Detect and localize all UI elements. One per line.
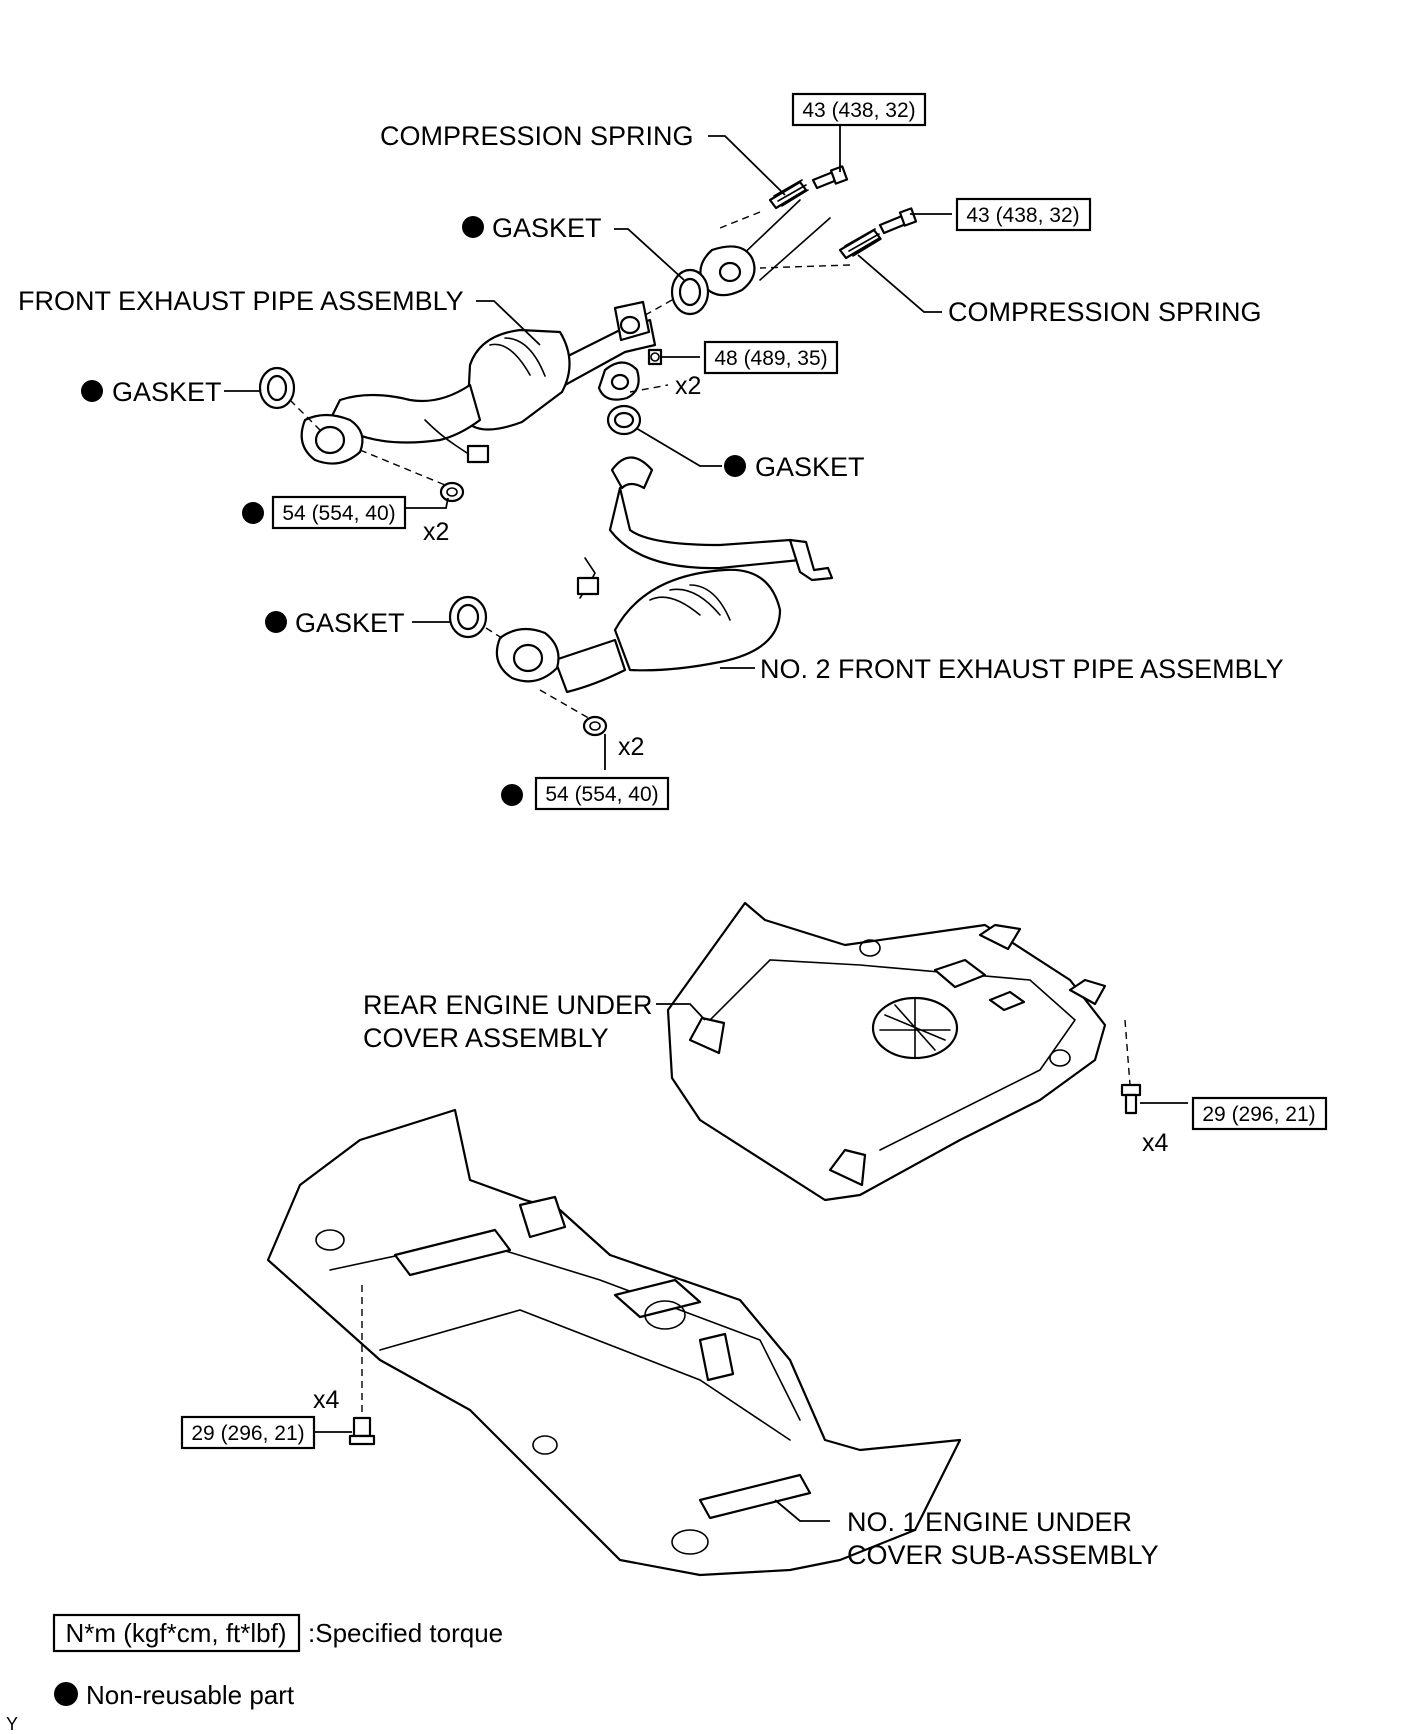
spring-bolt-right-part: [878, 207, 918, 235]
label-gasket-lower: GASKET: [295, 608, 405, 638]
compression-spring-top-part: [768, 179, 809, 210]
torque-box-bolt-no1: [180, 1415, 316, 1450]
nonreusable-marker-nut-front: [242, 502, 264, 524]
torque-spring-right: 43 (438, 32): [966, 204, 1079, 227]
front-pipe-inlet-flange-part: [300, 413, 364, 465]
torque-nut-front: 54 (554, 40): [282, 502, 395, 525]
compression-spring-right-part: [838, 228, 882, 260]
nonreusable-marker-nut-no2: [501, 784, 523, 806]
qty-nut-no2: x2: [618, 733, 644, 761]
label-gasket-left: GASKET: [112, 377, 222, 407]
no2-front-exhaust-pipe-assembly-part: [553, 456, 834, 694]
torque-box-flange-bolt: [703, 340, 839, 375]
legend-nonreusable-marker: [54, 1682, 78, 1706]
leader-gasket-mid: [635, 427, 722, 467]
qty-bolt-rear: x4: [1142, 1129, 1169, 1157]
qty-nut-front: x2: [423, 518, 449, 546]
bolt-rear-cover-part: [1120, 1083, 1142, 1115]
torque-flange-bolt: 48 (489, 35): [714, 347, 827, 370]
corner-mark: Y: [6, 1714, 18, 1734]
label-gasket-mid: GASKET: [755, 452, 865, 482]
torque-bolt-no1: 29 (296, 21): [191, 1422, 304, 1445]
bolt-no1-cover-part: [348, 1416, 376, 1446]
qty-flange-bolt: x2: [675, 372, 701, 400]
leader-no1-cover: [774, 1499, 830, 1522]
label-compression-spring-right: COMPRESSION SPRING: [948, 297, 1262, 327]
label-rear-cover-line2: COVER ASSEMBLY: [363, 1023, 609, 1053]
nonreusable-marker-gasket-left: [81, 380, 103, 402]
torque-box-nut-no2: [534, 776, 670, 811]
nonreusable-marker-gasket-lower: [265, 611, 287, 633]
leader-compression-spring-top: [708, 135, 786, 196]
leader-gasket-top: [614, 228, 685, 281]
torque-bolt-rear: 29 (296, 21): [1202, 1103, 1315, 1126]
torque-box-spring-top: [791, 92, 927, 127]
nonreusable-marker-gasket-top: [462, 216, 484, 238]
torque-box-nut-front: [271, 495, 407, 530]
label-rear-cover-line1: REAR ENGINE UNDER: [363, 990, 653, 1020]
legend-torque-desc: :Specified torque: [308, 1618, 503, 1648]
label-front-exhaust-pipe: FRONT EXHAUST PIPE ASSEMBLY: [18, 286, 464, 316]
front-exhaust-pipe-assembly-part: [328, 300, 657, 464]
gasket-left-part: [258, 366, 296, 410]
label-no1-cover-line2: COVER SUB-ASSEMBLY: [847, 1540, 1159, 1570]
nonreusable-marker-gasket-mid: [724, 455, 746, 477]
legend-torque-units: N*m (kgf*cm, ft*lbf): [65, 1618, 286, 1648]
leader-front-exhaust-pipe: [476, 300, 541, 346]
torque-nut-no2: 54 (554, 40): [545, 783, 658, 806]
flange-bolt-part: [647, 348, 663, 366]
label-no2-front-exhaust-pipe: NO. 2 FRONT EXHAUST PIPE ASSEMBLY: [760, 654, 1284, 684]
label-gasket-top: GASKET: [492, 213, 602, 243]
legend-torque-box: [52, 1613, 301, 1653]
torque-box-spring-right: [955, 197, 1092, 232]
nut-front-pipe-part: [439, 481, 465, 503]
center-exhaust-pipe-stub: [699, 199, 831, 297]
leader-torque-nut-front: [403, 497, 449, 509]
torque-spring-top: 43 (438, 32): [802, 99, 915, 122]
gasket-top-part: [670, 268, 710, 316]
rear-engine-under-cover-part: [666, 901, 1107, 1202]
leader-compression-spring-right: [857, 254, 942, 313]
gasket-lower-part: [448, 595, 488, 639]
label-compression-spring-top: COMPRESSION SPRING: [380, 121, 694, 151]
gasket-mid-part: [606, 404, 642, 436]
spring-bolt-top-part: [811, 165, 849, 190]
legend-nonreusable-desc: Non-reusable part: [86, 1680, 295, 1710]
no1-engine-under-cover-part: [266, 1108, 962, 1577]
qty-bolt-no1: x4: [313, 1386, 340, 1414]
no2-pipe-inlet-flange-part: [495, 627, 560, 683]
torque-box-bolt-rear: [1191, 1096, 1328, 1131]
leader-rear-cover: [656, 1003, 706, 1021]
label-no1-cover-line1: NO. 1 ENGINE UNDER: [847, 1507, 1132, 1537]
nut-no2-pipe-part: [582, 715, 608, 737]
